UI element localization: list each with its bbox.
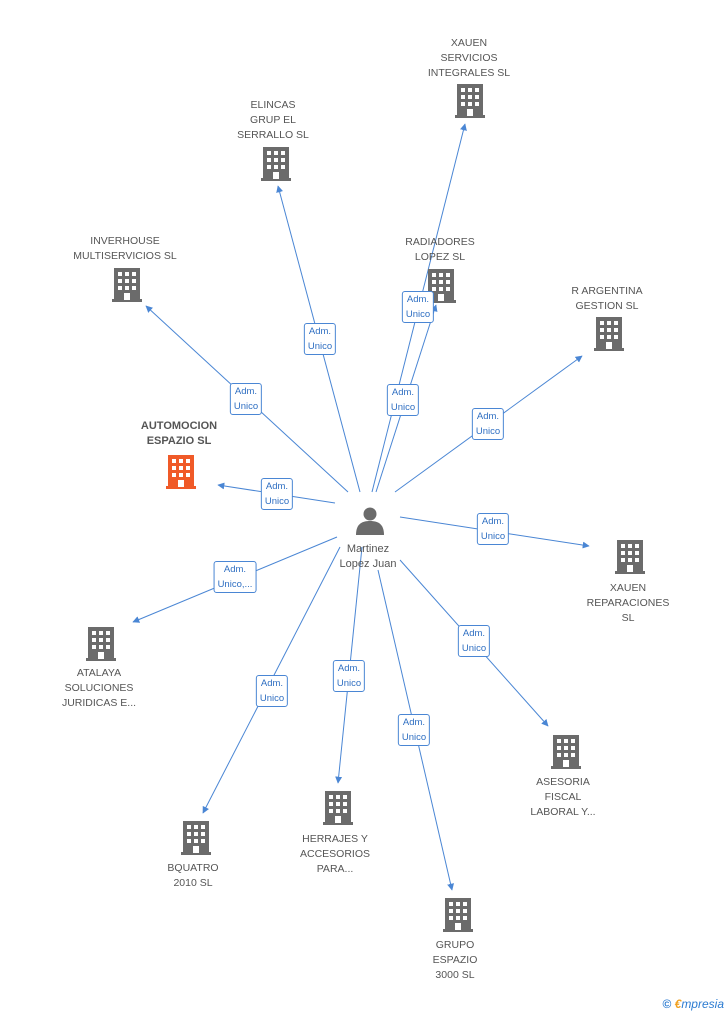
building-icon[interactable] — [594, 317, 624, 351]
brand-logo-text: mpresia — [681, 997, 724, 1011]
role-badge-xauen-reparaciones: Adm. Unico — [476, 513, 510, 545]
role-badge-asesoria: Adm. Unico — [457, 625, 491, 657]
company-label-elincas[interactable]: ELINCAS GRUP EL SERRALLO SL — [237, 99, 309, 141]
building-icon[interactable] — [323, 791, 353, 825]
building-icon[interactable] — [181, 821, 211, 855]
role-badge-inverhouse: Adm. Unico — [229, 383, 263, 415]
company-label-atalaya[interactable]: ATALAYA SOLUCIONES JURIDICAS E... — [61, 667, 137, 709]
role-badge-herrajes: Adm. Unico — [332, 660, 366, 692]
company-label-bquatro[interactable]: BQUATRO 2010 SL — [167, 862, 219, 889]
role-badge-bquatro: Adm. Unico — [255, 675, 289, 707]
role-badge-r-argentina: Adm. Unico — [471, 408, 505, 440]
company-label-r-argentina[interactable]: R ARGENTINA GESTION SL — [571, 285, 643, 312]
company-label-asesoria[interactable]: ASESORIA FISCAL LABORAL Y... — [530, 776, 596, 818]
company-label-xauen-servicios[interactable]: XAUEN SERVICIOS INTEGRALES SL — [427, 37, 511, 79]
role-badge-radiadores: Adm. Unico — [386, 384, 420, 416]
company-label-automocion[interactable]: AUTOMOCION ESPAZIO SL — [140, 420, 218, 447]
icons-layer — [86, 84, 645, 932]
company-label-grupo-espazio[interactable]: GRUPO ESPAZIO 3000 SL — [432, 939, 478, 981]
building-icon[interactable] — [551, 735, 581, 769]
building-icon[interactable] — [261, 147, 291, 181]
role-badge-grupo-espazio: Adm. Unico — [397, 714, 431, 746]
company-label-xauen-reparaciones[interactable]: XAUEN REPARACIONES SL — [586, 582, 670, 624]
company-label-radiadores[interactable]: RADIADORES LOPEZ SL — [405, 236, 475, 263]
building-icon[interactable] — [86, 627, 116, 661]
building-icon[interactable] — [166, 455, 196, 489]
building-icon[interactable] — [443, 898, 473, 932]
role-badge-elincas: Adm. Unico — [303, 323, 337, 355]
company-label-herrajes[interactable]: HERRAJES Y ACCESORIOS PARA... — [299, 833, 371, 875]
role-badge-automocion: Adm. Unico — [260, 478, 294, 510]
copyright-footer: © €mpresia — [662, 997, 724, 1011]
person-name[interactable]: Martinez Lopez Juan — [339, 543, 397, 570]
role-badge-xauen-servicios: Adm. Unico — [401, 291, 435, 323]
building-icon[interactable] — [112, 268, 142, 302]
company-label-inverhouse[interactable]: INVERHOUSE MULTISERVICIOS SL — [73, 235, 177, 262]
brand-logo-initial: € — [674, 997, 682, 1011]
building-icon[interactable] — [615, 540, 645, 574]
copyright-icon: © — [662, 997, 672, 1011]
role-badge-atalaya: Adm. Unico,... — [213, 561, 257, 593]
person-icon[interactable] — [356, 507, 384, 536]
building-icon[interactable] — [455, 84, 485, 118]
edges-layer — [132, 123, 590, 891]
